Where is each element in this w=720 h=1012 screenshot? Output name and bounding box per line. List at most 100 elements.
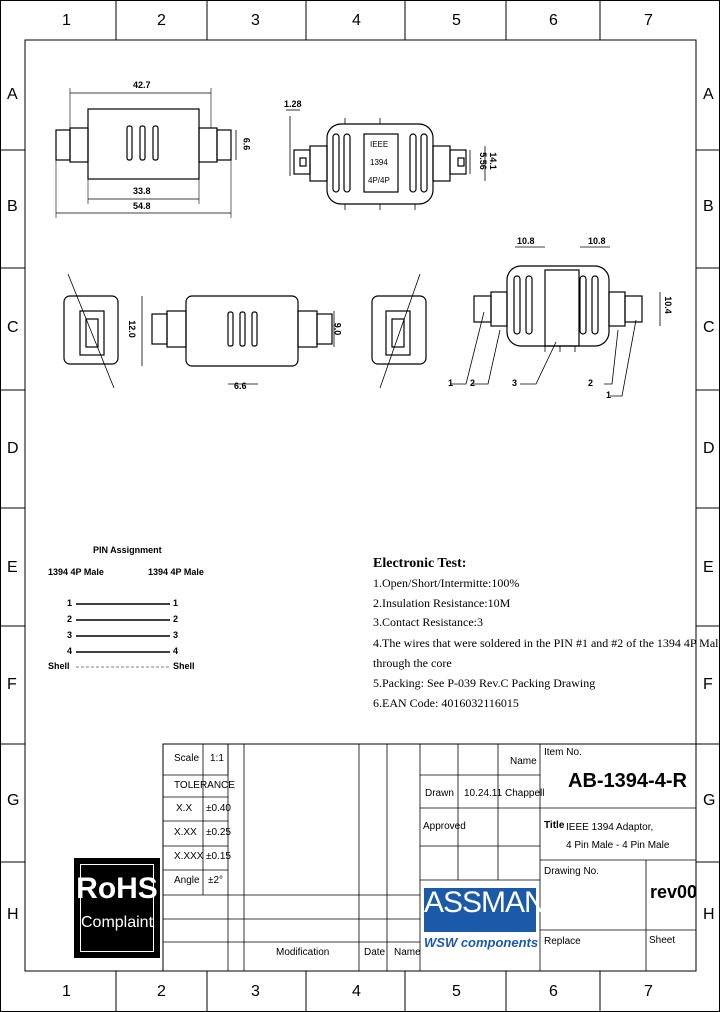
dim-14-1: 14.1 xyxy=(487,152,498,170)
title-line-1: IEEE 1394 Adaptor, xyxy=(566,822,654,833)
rohs-line-2: Complaint xyxy=(80,914,154,931)
col-3: 3 xyxy=(251,12,260,29)
test-line-3: 3.Contact Resistance:3 xyxy=(373,615,483,629)
tol-value-2: ±0.25 xyxy=(206,827,231,838)
callout-3: 3 xyxy=(512,378,518,388)
col-7-bottom: 7 xyxy=(644,983,653,1000)
dim-6-6b: 6.6 xyxy=(234,381,247,391)
row-d-right: D xyxy=(703,440,715,457)
pin-right-header: 1394 4P Male xyxy=(148,567,204,577)
tolerance-label: TOLERANCE xyxy=(174,780,235,791)
callout-2b: 2 xyxy=(588,378,594,388)
tol-value-1: ±0.40 xyxy=(206,803,231,814)
tol-value-4: ±2° xyxy=(208,875,224,886)
dim-10-4: 10.4 xyxy=(662,296,673,314)
title-block-grid xyxy=(162,743,697,972)
pin-right-shell: Shell xyxy=(173,661,195,671)
tol-value-3: ±0.15 xyxy=(206,851,231,862)
test-line-6: 5.Packing: See P-039 Rev.C Packing Drawi… xyxy=(373,676,596,690)
dim-10-8-a: 10.8 xyxy=(517,236,535,246)
title-line-2: 4 Pin Male - 4 Pin Male xyxy=(566,840,670,851)
col-6-bottom: 6 xyxy=(549,983,558,1000)
view-side-middle xyxy=(141,295,335,385)
drawn-date: 10.24.11 xyxy=(464,788,503,799)
pin-left-shell: Shell xyxy=(48,661,70,671)
row-a-right: A xyxy=(703,86,714,103)
row-c-right: C xyxy=(703,319,715,336)
view-perspective-right xyxy=(450,246,661,397)
col-7: 7 xyxy=(644,12,653,29)
name-label: Name xyxy=(510,756,537,767)
col-4: 4 xyxy=(352,12,361,29)
col-4-bottom: 4 xyxy=(352,983,361,1000)
pin-left-2: 2 xyxy=(67,614,73,624)
tol-label-4: Angle xyxy=(174,875,200,886)
col-5-bottom: 5 xyxy=(452,983,461,1000)
row-h-right: H xyxy=(703,906,715,923)
test-line-5: through the core xyxy=(373,656,452,670)
dim-10-8-b: 10.8 xyxy=(588,236,606,246)
dim-1-28: 1.28 xyxy=(284,99,302,109)
approved-label: Approved xyxy=(423,821,466,832)
scale-value: 1:1 xyxy=(210,753,224,764)
rev: rev00 xyxy=(650,882,698,902)
row-c: C xyxy=(7,319,19,336)
pin-left-3: 3 xyxy=(67,630,73,640)
item-no: AB-1394-4-R xyxy=(568,770,687,792)
dim-6-6: 6.6 xyxy=(241,137,252,151)
pin-right-3: 3 xyxy=(173,630,179,640)
dim-5-56: 5.56 xyxy=(477,152,488,170)
callout-2: 2 xyxy=(470,378,476,388)
view-side-top-left xyxy=(55,88,237,218)
view-end-right xyxy=(371,273,427,389)
tol-label-2: X.XX xyxy=(174,827,197,838)
replace-label: Replace xyxy=(544,936,581,947)
part-label-2: 1394 xyxy=(370,158,388,167)
view-end-left xyxy=(63,273,119,389)
rohs-line-1: RoHS xyxy=(76,872,158,905)
dim-9-0: 9.0 xyxy=(332,322,343,336)
row-a: A xyxy=(7,86,18,103)
row-g-right: G xyxy=(703,792,716,809)
row-d: D xyxy=(7,440,19,457)
pin-left-1: 1 xyxy=(67,598,73,608)
part-label-3: 4P/4P xyxy=(368,176,390,185)
col-2: 2 xyxy=(157,12,166,29)
col-2-bottom: 2 xyxy=(157,983,166,1000)
callout-1b: 1 xyxy=(606,390,612,400)
rohs-frame xyxy=(80,864,154,952)
col-1: 1 xyxy=(62,12,71,29)
assmann-logo-sub: WSW components xyxy=(424,935,539,950)
tol-label-1: X.X xyxy=(176,803,193,814)
pin-right-2: 2 xyxy=(173,614,179,624)
assmann-logo xyxy=(424,888,536,932)
col-3-bottom: 3 xyxy=(251,983,260,1000)
pin-right-4: 4 xyxy=(173,646,179,656)
test-line-4: 4.The wires that were soldered in the PI… xyxy=(373,636,720,650)
row-h: H xyxy=(7,906,19,923)
pin-title: PIN Assignment xyxy=(93,545,162,555)
pin-right-1: 1 xyxy=(173,598,179,608)
test-line-2: 2.Insulation Resistance:10M xyxy=(373,596,511,610)
drawing-no-label: Drawing No. xyxy=(544,866,600,877)
callout-1: 1 xyxy=(448,378,454,388)
part-label-1: IEEE xyxy=(370,140,389,149)
col-1-bottom: 1 xyxy=(62,983,71,1000)
title-label: Title xyxy=(544,820,565,831)
test-title: Electronic Test: xyxy=(373,556,467,571)
tol-label-3: X.XXX xyxy=(174,851,204,862)
sheet-label: Sheet xyxy=(649,935,676,946)
test-line-1: 1.Open/Short/Intermitte:100% xyxy=(373,576,520,590)
rohs-badge: RoHS Complaint xyxy=(74,858,160,958)
col-6: 6 xyxy=(549,12,558,29)
pin-wires xyxy=(76,603,170,668)
modification-label: Modification xyxy=(276,947,330,958)
name-label-2: Name xyxy=(394,947,421,958)
assmann-logo-text: ASSMANN xyxy=(424,886,566,919)
view-top-label xyxy=(286,109,486,210)
test-line-7: 6.EAN Code: 4016032116015 xyxy=(373,696,519,710)
row-g: G xyxy=(7,792,20,809)
row-b: B xyxy=(7,198,18,215)
item-no-label: Item No. xyxy=(544,747,582,758)
